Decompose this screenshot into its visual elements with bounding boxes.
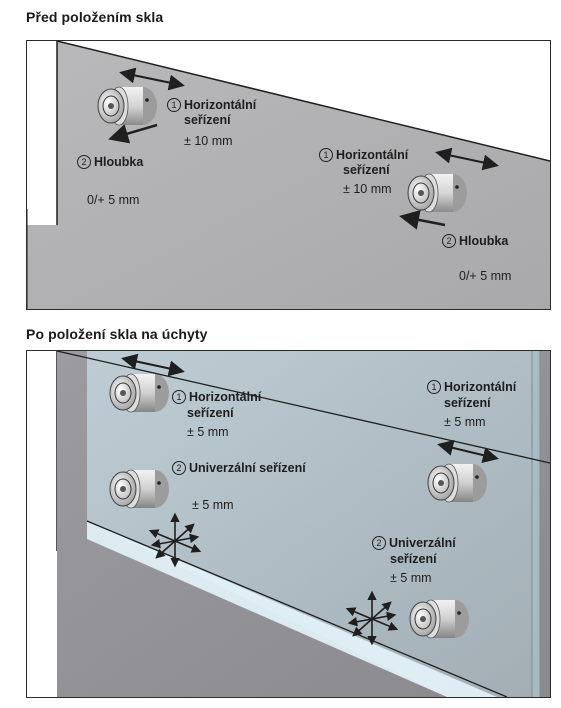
top-panel-illustration	[27, 41, 550, 309]
right-top-horizontal-label-2: seřízení	[444, 396, 491, 410]
left-horizontal-label-2: seřízení	[184, 113, 231, 127]
right-bottom-universal-value: ± 5 mm	[390, 571, 432, 585]
top-panel-title: Před položením skla	[26, 9, 164, 25]
right-horizontal-value: ± 10 mm	[343, 182, 392, 196]
holder-left	[97, 86, 157, 126]
left-top-horizontal-label-2: seřízení	[187, 406, 234, 420]
right-horizontal-label-2: seřízení	[343, 163, 390, 177]
left-bottom-universal-value: ± 5 mm	[192, 498, 234, 512]
wall-side	[27, 41, 57, 225]
holder-right	[407, 173, 467, 213]
universal-arrows-left	[148, 512, 202, 568]
left-horizontal-value: ± 10 mm	[184, 134, 233, 148]
glass-edge	[87, 521, 497, 697]
bottom-panel-illustration	[27, 351, 550, 697]
right-depth-value: 0/+ 5 mm	[459, 269, 512, 283]
right-bottom-universal-label-2: seřízení	[390, 552, 437, 566]
left-depth-value: 0/+ 5 mm	[87, 193, 140, 207]
holder-left-top	[109, 373, 169, 413]
holder-right-top	[427, 463, 487, 503]
left-top-horizontal-value: ± 5 mm	[187, 425, 229, 439]
universal-arrows-right	[345, 590, 399, 646]
right-top-horizontal-value: ± 5 mm	[444, 415, 486, 429]
holder-left-bottom	[109, 469, 169, 509]
holder-right-bottom	[409, 599, 469, 639]
bottom-panel-title: Po položení skla na úchyty	[26, 326, 208, 342]
wall-surface	[27, 41, 550, 309]
